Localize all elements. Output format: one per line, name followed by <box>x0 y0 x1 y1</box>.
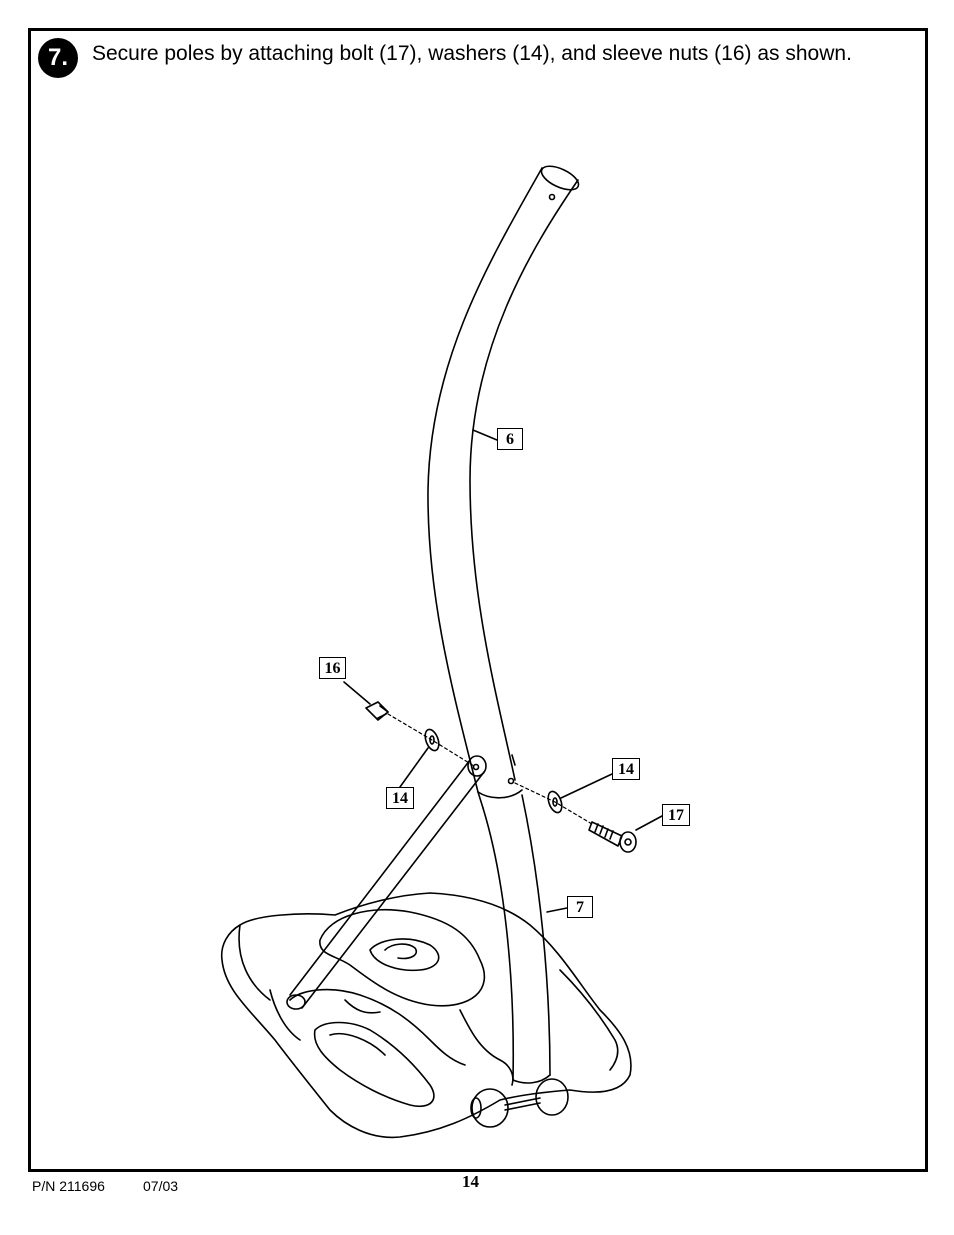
base-contour-8 <box>269 989 301 1041</box>
base-contour-9 <box>559 969 619 1071</box>
brace-top-edge <box>289 759 471 996</box>
step-number-badge: 7. <box>38 38 78 78</box>
footer-date: 07/03 <box>143 1178 179 1194</box>
callout-17: 17 <box>662 804 690 826</box>
leader-14-left <box>399 747 429 788</box>
footer-part-number: P/N 211696 <box>32 1178 105 1194</box>
brace-bottom-edge <box>301 771 485 1009</box>
leader-17 <box>635 815 663 831</box>
alignment-line <box>387 713 593 825</box>
washer-left-14 <box>424 728 440 752</box>
callout-14-left: 14 <box>386 787 414 809</box>
pole-upper-left-edge <box>427 167 543 793</box>
wheel-left <box>471 1088 509 1128</box>
axle <box>504 1097 541 1111</box>
pole-upper-right-edge <box>469 179 579 781</box>
callout-14-right: 14 <box>612 758 640 780</box>
base-contour-2 <box>369 938 440 972</box>
bolt-17 <box>588 821 637 853</box>
callout-7: 7 <box>567 896 593 918</box>
page-number: 14 <box>462 1172 479 1191</box>
pole-lower-left-edge <box>482 807 515 1081</box>
base-contour-3 <box>384 943 417 960</box>
pole-joint <box>477 789 523 799</box>
wheel-right <box>535 1078 569 1116</box>
base-contour-1 <box>319 909 486 1007</box>
base-outline <box>220 892 632 1139</box>
base-contour-7 <box>459 1009 514 1086</box>
callout-16: 16 <box>319 657 346 679</box>
pole-top-opening <box>540 165 580 191</box>
base-contour-11 <box>344 999 381 1014</box>
base-contour-10 <box>238 924 271 1001</box>
brace-end-cap <box>467 755 487 777</box>
base-contour-5 <box>313 1021 435 1107</box>
pole-lower-right-edge <box>521 794 551 1076</box>
base-contour-6 <box>329 1033 386 1056</box>
page-frame <box>28 28 928 1172</box>
leader-7 <box>546 907 568 913</box>
base-contour-4 <box>289 988 466 1066</box>
leader-14-right <box>560 773 613 799</box>
leader-6 <box>472 429 498 441</box>
washer-right-14 <box>547 790 563 814</box>
step-instruction: Secure poles by attaching bolt (17), was… <box>92 42 852 65</box>
leader-16 <box>343 681 371 705</box>
sleeve-nut-16 <box>365 701 389 721</box>
callout-6: 6 <box>497 428 523 450</box>
